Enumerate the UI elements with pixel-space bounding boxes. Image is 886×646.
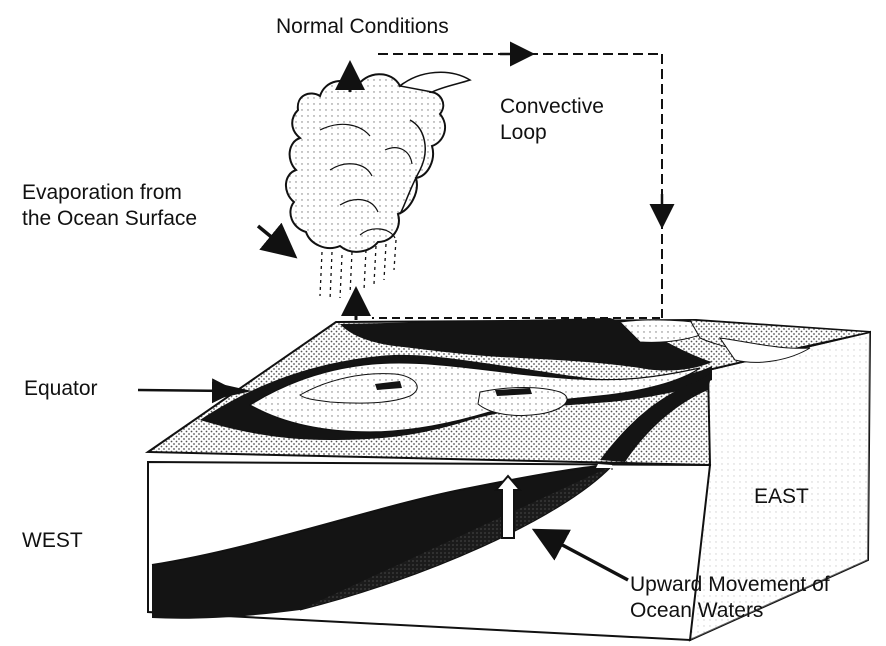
upwelling-line-1: Upward Movement of: [630, 572, 830, 598]
west-label: WEST: [22, 528, 83, 554]
convective-loop-line-2: Loop: [500, 120, 604, 146]
convective-loop-line-1: Convective: [500, 94, 604, 120]
east-label: EAST: [754, 484, 809, 510]
evaporation-line-2: the Ocean Surface: [22, 206, 197, 232]
upwelling-label: Upward Movement of Ocean Waters: [630, 572, 830, 624]
evaporation-pointer-arrow: [258, 226, 292, 254]
upwelling-line-2: Ocean Waters: [630, 598, 830, 624]
diagram-title: Normal Conditions: [276, 14, 449, 40]
equator-label: Equator: [24, 376, 98, 402]
evaporation-line-1: Evaporation from: [22, 180, 197, 206]
evaporation-label: Evaporation from the Ocean Surface: [22, 180, 197, 232]
cloud: [286, 72, 470, 252]
convective-loop-label: Convective Loop: [500, 94, 604, 146]
